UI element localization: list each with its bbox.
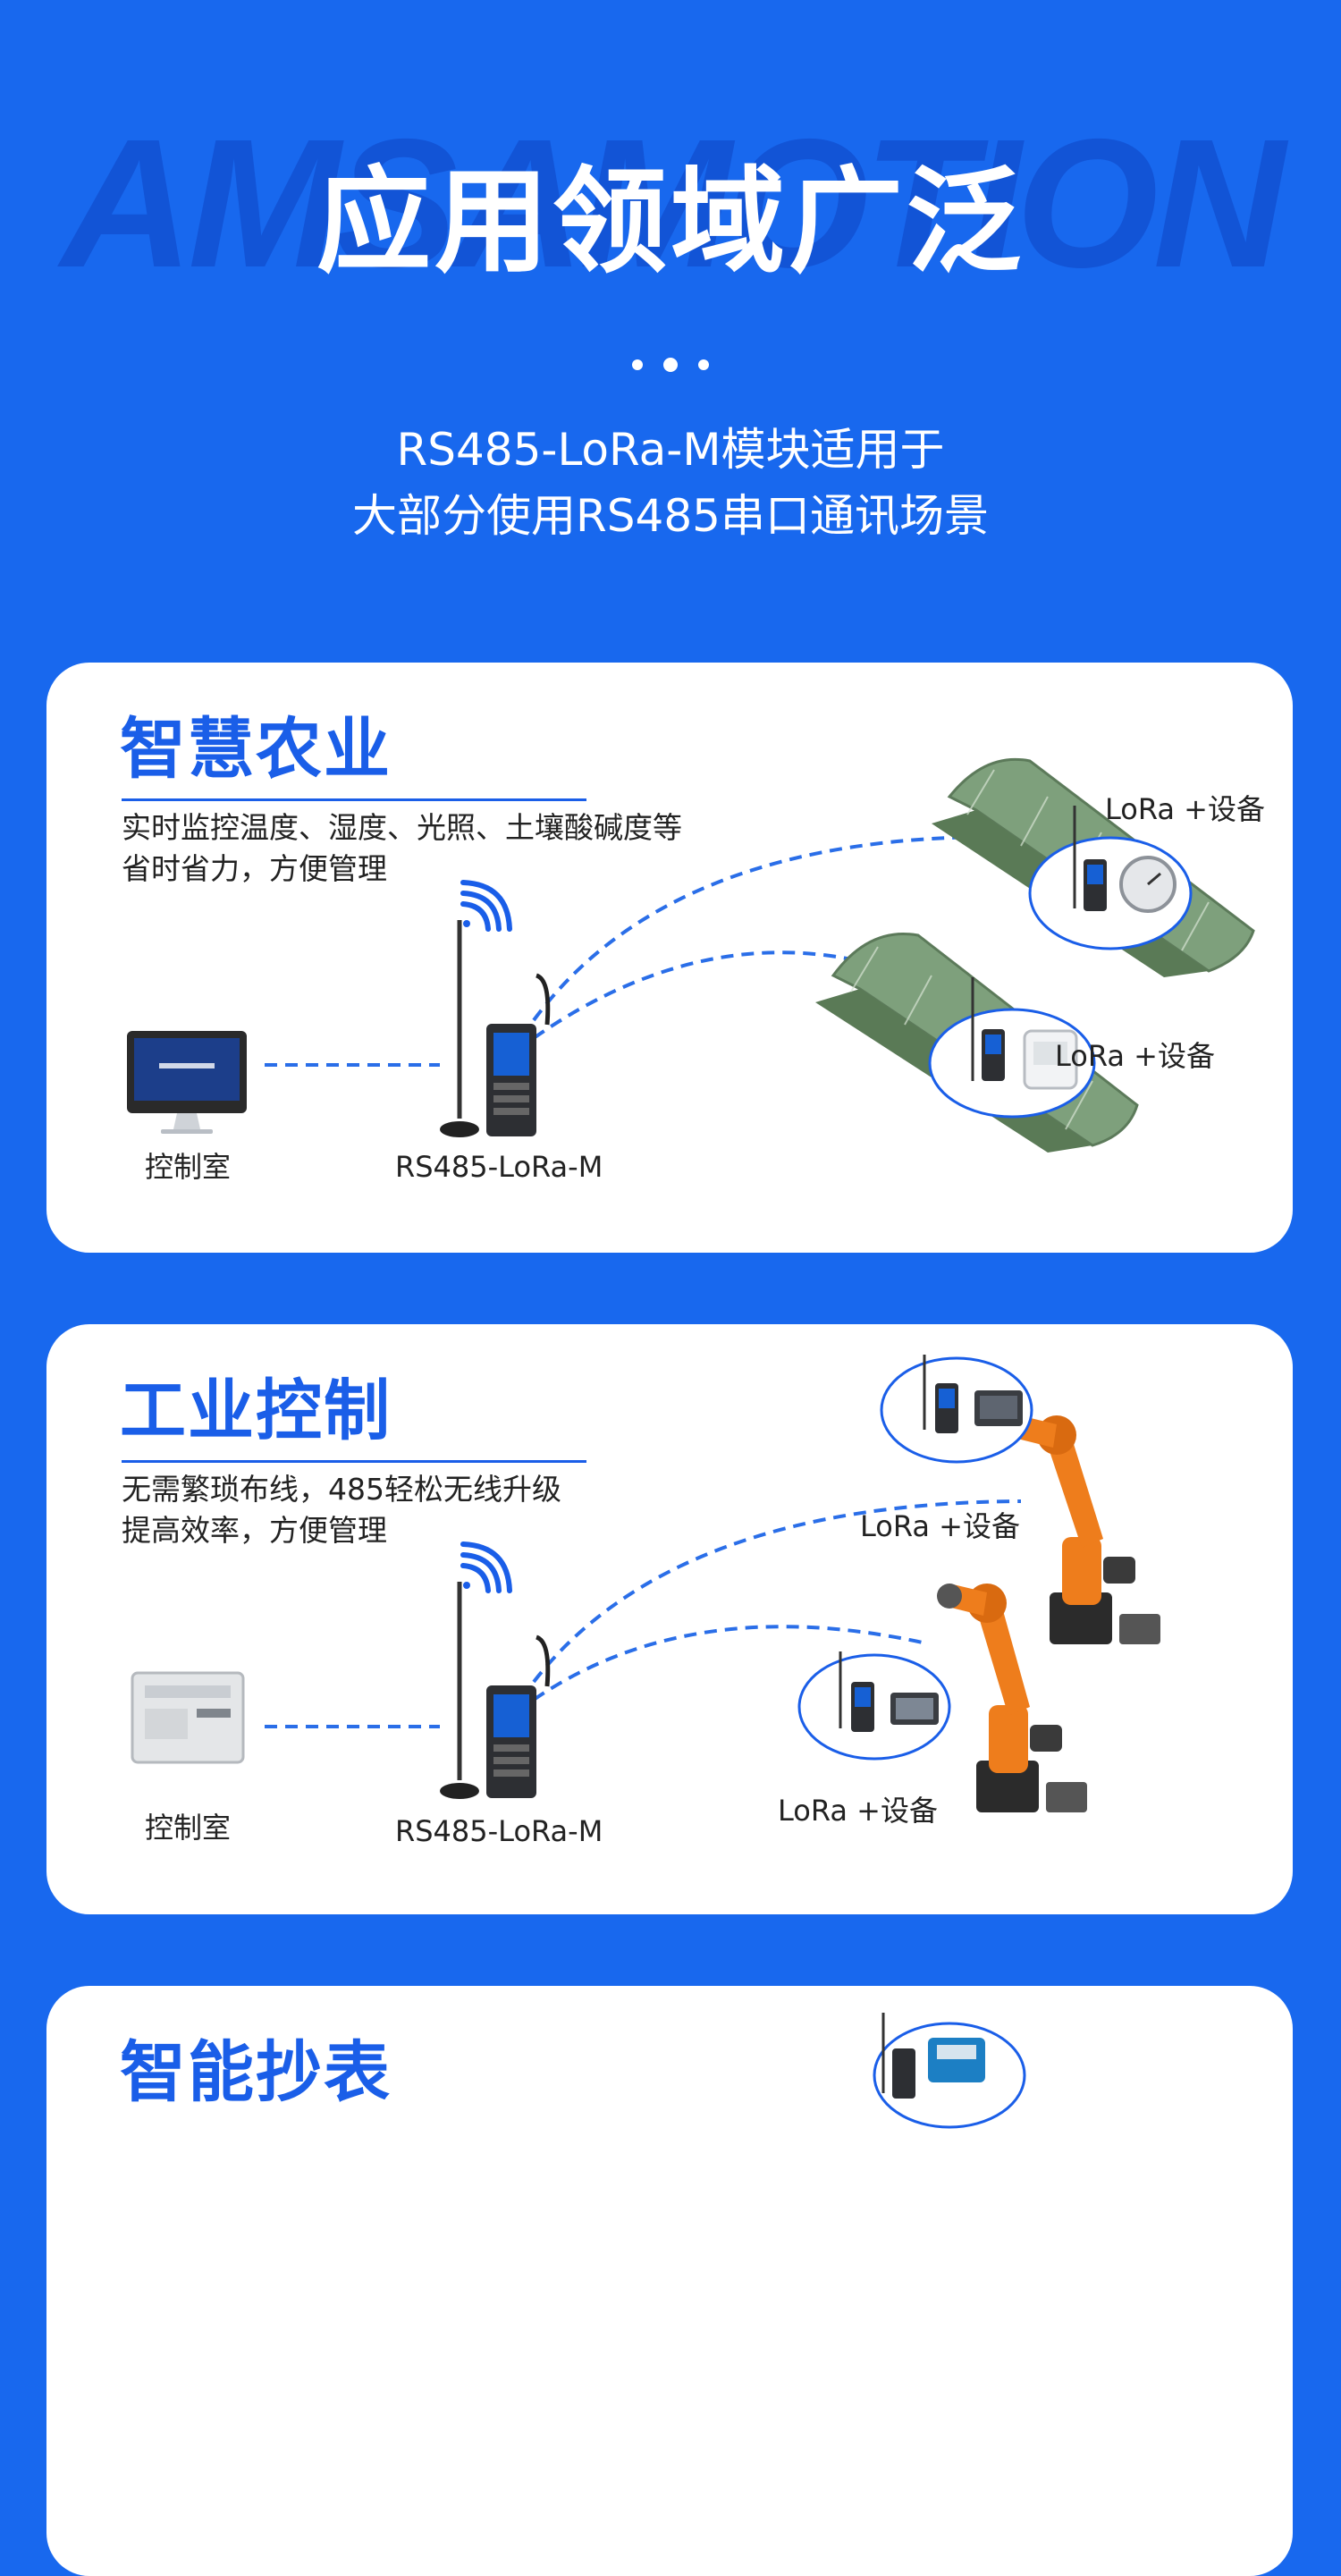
card-description-line-2: 提高效率，方便管理 bbox=[122, 1513, 387, 1548]
card-title: 智慧农业 bbox=[120, 711, 392, 788]
robot-arm-icon bbox=[999, 1414, 1160, 1644]
control-room-label: 控制室 bbox=[145, 1150, 232, 1184]
decorative-dots bbox=[632, 356, 709, 374]
rs485-lora-module-icon bbox=[440, 920, 551, 1137]
wifi-signal-icon bbox=[460, 880, 512, 932]
monitor-icon bbox=[127, 1031, 247, 1134]
wifi-signal-icon bbox=[460, 1541, 512, 1593]
title-underline bbox=[122, 1460, 586, 1463]
subtitle-line-2: 大部分使用RS485串口通讯场景 bbox=[352, 490, 989, 542]
subtitle-line-1: RS485-LoRa-M模块适用于 bbox=[396, 424, 945, 476]
device-bubble-2 bbox=[928, 977, 1096, 1119]
device-label: LoRa +设备 bbox=[1055, 1039, 1215, 1073]
card-description: 无需繁琐布线，485轻松无线升级 提高效率，方便管理 bbox=[122, 1469, 561, 1551]
application-card-meter-reading: 智能抄表 bbox=[46, 1986, 1293, 2576]
application-card-agriculture: 智慧农业 实时监控温度、湿度、光照、土壤酸碱度等 省时省力，方便管理 bbox=[46, 663, 1293, 1253]
module-label: RS485-LoRa-M bbox=[395, 1150, 603, 1184]
network-diagram bbox=[131, 1355, 1160, 1812]
card-description-line-2: 省时省力，方便管理 bbox=[122, 851, 387, 886]
device-bubble-1 bbox=[1028, 806, 1193, 950]
page-title: 应用领域广泛 bbox=[316, 156, 1025, 289]
application-card-industrial: 工业控制 无需繁琐布线，485轻松无线升级 提高效率，方便管理 bbox=[46, 1324, 1293, 1914]
robot-arm-icon bbox=[937, 1584, 1087, 1812]
network-diagram bbox=[127, 757, 1255, 1153]
card-description-line-1: 实时监控温度、湿度、光照、土壤酸碱度等 bbox=[122, 810, 682, 845]
device-bubble-1 bbox=[873, 2013, 1026, 2129]
brand-watermark: AMSAMOTION bbox=[61, 101, 1286, 306]
device-label: LoRa +设备 bbox=[1105, 792, 1265, 826]
wireless-links bbox=[265, 1499, 1022, 1728]
card-description: 实时监控温度、湿度、光照、土壤酸碱度等 省时省力，方便管理 bbox=[122, 807, 682, 890]
device-label: LoRa +设备 bbox=[860, 1509, 1020, 1543]
page-subtitle: RS485-LoRa-M模块适用于 大部分使用RS485串口通讯场景 bbox=[0, 417, 1341, 549]
control-room-label: 控制室 bbox=[145, 1811, 232, 1845]
plc-icon bbox=[131, 1671, 245, 1764]
rs485-lora-module-icon bbox=[440, 1582, 551, 1799]
device-label: LoRa +设备 bbox=[778, 1794, 938, 1828]
card-title: 工业控制 bbox=[120, 1372, 392, 1449]
device-bubble-2 bbox=[797, 1651, 951, 1761]
network-diagram bbox=[873, 2013, 1026, 2129]
device-bubble-1 bbox=[880, 1355, 1033, 1464]
card-description-line-1: 无需繁琐布线，485轻松无线升级 bbox=[122, 1472, 561, 1507]
module-label: RS485-LoRa-M bbox=[395, 1814, 603, 1848]
title-underline bbox=[122, 798, 586, 801]
